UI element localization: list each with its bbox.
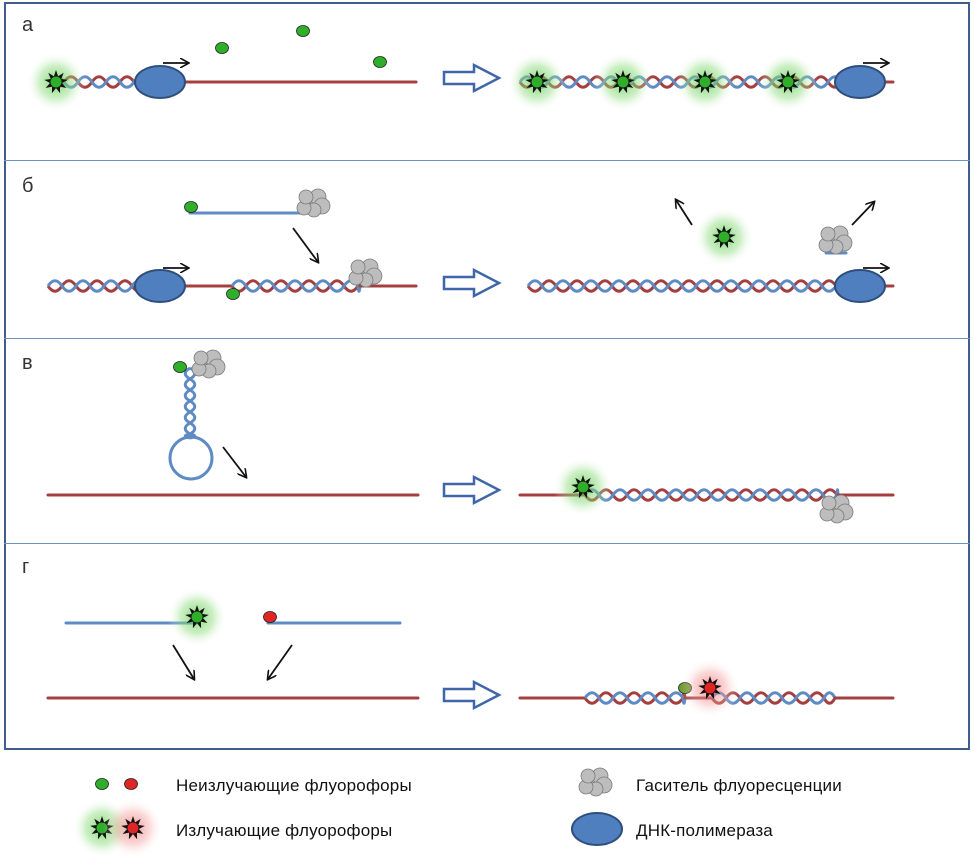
process-arrow — [442, 474, 502, 506]
emitting-fluorophore — [507, 52, 567, 112]
emitting-fluorophore — [694, 207, 754, 267]
dna-polymerase — [834, 65, 886, 99]
direction-arrow — [292, 227, 318, 262]
probe-strand — [526, 279, 862, 293]
quencher — [191, 349, 226, 379]
panel-divider — [4, 338, 970, 339]
fluorophore-core — [191, 611, 203, 623]
panel-label-v: в — [22, 352, 33, 374]
panel-label-g: г — [22, 556, 30, 578]
quencher-lobe — [193, 350, 209, 366]
non-emitting-fluorophore — [226, 288, 240, 300]
quencher-lobe — [821, 495, 837, 511]
dna-duplex — [583, 488, 840, 502]
direction-arrow — [676, 200, 693, 226]
legend-red-dot-icon — [124, 778, 138, 790]
dna-polymerase — [134, 269, 186, 303]
emitting-fluorophore — [553, 457, 613, 517]
non-emitting-fluorophore — [296, 25, 310, 37]
quencher-lobe — [298, 189, 314, 205]
quencher-lobe — [580, 768, 596, 784]
dna-duplex — [526, 279, 862, 293]
legend-quencher-label: Гаситель флуоресценции — [636, 776, 842, 795]
dna-duplex — [583, 691, 687, 705]
hairpin-strand — [183, 366, 197, 440]
panel-label-b: б — [22, 175, 34, 197]
fluorophore-core — [699, 76, 711, 88]
quencher — [296, 188, 331, 218]
hairpin-loop — [168, 435, 214, 481]
legend-quencher-icon — [578, 767, 613, 797]
emitting-fluorophore — [167, 587, 227, 647]
direction-arrow — [268, 644, 293, 679]
quencher — [818, 225, 853, 255]
direction-arrow — [172, 644, 194, 679]
non-emitting-fluorophore-red — [263, 611, 277, 623]
direction-arrow — [222, 446, 246, 477]
hairpin-stem — [183, 366, 197, 440]
non-emitting-fluorophore — [184, 201, 198, 213]
probe-strand — [583, 691, 687, 705]
legend-green-dot-icon — [95, 778, 109, 790]
legend-polymerase-icon — [571, 812, 623, 846]
dna-polymerase — [134, 65, 186, 99]
quencher-lobe — [820, 226, 836, 242]
fluorophore-core — [718, 231, 730, 243]
fluorophore-core — [782, 76, 794, 88]
emitting-fluorophore — [758, 52, 818, 112]
panel-label-a: а — [22, 14, 34, 36]
emitting-fluorophore — [675, 52, 735, 112]
template-strand — [583, 488, 840, 502]
process-arrow — [442, 679, 502, 711]
emitting-fluorophore-red — [680, 658, 740, 718]
legend-non-emitting-label: Неизлучающие флуорофоры — [176, 776, 412, 795]
fluorophore-core — [617, 76, 629, 88]
dna-polymerase — [834, 269, 886, 303]
fluorophore-core — [531, 76, 543, 88]
non-emitting-fluorophore — [173, 361, 187, 373]
emitting-fluorophore — [593, 52, 653, 112]
legend-polymerase-label: ДНК-полимераза — [636, 821, 773, 840]
quencher-lobe — [350, 259, 366, 275]
fluorophore-core — [704, 682, 716, 694]
diagram-frame — [4, 2, 970, 750]
process-arrow — [442, 267, 502, 299]
panel-divider — [4, 160, 970, 161]
panel-divider — [4, 543, 970, 544]
emitting-fluorophore — [26, 52, 86, 112]
fluorophore-core — [577, 481, 589, 493]
probe-strand — [230, 279, 362, 293]
dna-duplex — [230, 279, 362, 293]
probe-strand — [583, 488, 840, 502]
quencher — [819, 494, 854, 524]
quencher — [348, 258, 383, 288]
legend-red-emitting-icon — [103, 798, 163, 858]
fluorophore-core — [50, 76, 62, 88]
legend-emitting-label: Излучающие флуорофоры — [176, 821, 393, 840]
non-emitting-fluorophore — [373, 56, 387, 68]
non-emitting-fluorophore — [215, 42, 229, 54]
fluorophore-core — [127, 822, 139, 834]
process-arrow — [442, 62, 502, 94]
direction-arrow — [851, 202, 874, 226]
